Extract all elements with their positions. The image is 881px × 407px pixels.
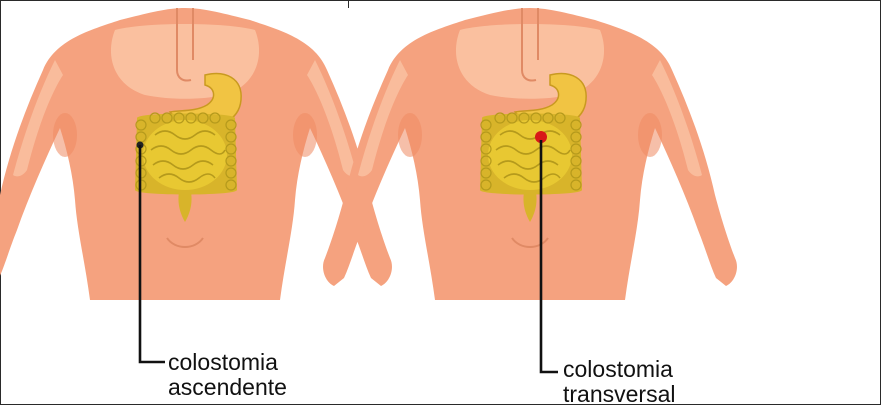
label-colostomia-transversal: colostomia transversal	[563, 357, 675, 407]
label-line: colostomia	[168, 350, 287, 375]
label-line: colostomia	[563, 357, 675, 382]
label-line: ascendente	[168, 375, 287, 400]
label-line: transversal	[563, 382, 675, 407]
label-colostomia-ascendente: colostomia ascendente	[168, 350, 287, 400]
